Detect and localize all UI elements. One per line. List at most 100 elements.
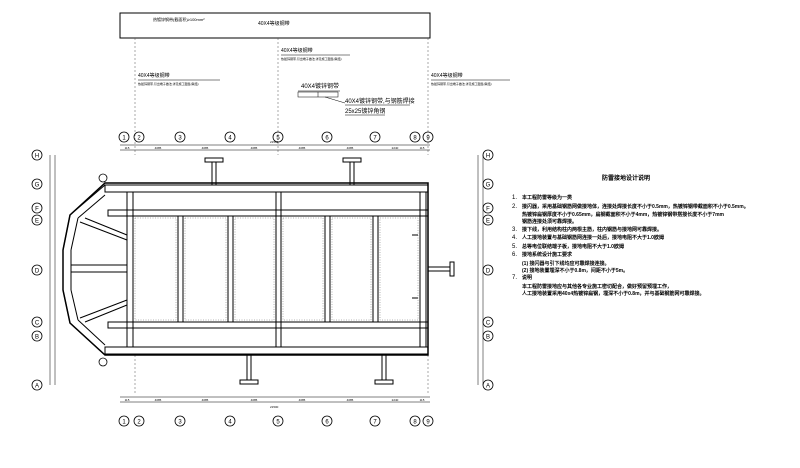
axis-right-E-label: E (486, 218, 490, 224)
top-box (119, 12, 431, 39)
note-number (512, 291, 522, 297)
detail-label-3: 25x25镀锌角钢 (345, 107, 385, 115)
note-item: 热镀锌扁钢厚度不小于0.65mm，扁钢截面积不小于4mm，热镀锌钢带搭接长度不小… (512, 212, 792, 218)
note-text: 本工程防雷接地应与其他各专业施工密切配合，做好预留预埋工作， (522, 283, 673, 290)
axis-right-A: A (482, 379, 494, 391)
axis-bottom-9-label: 9 (426, 419, 430, 425)
axis-right-B: B (482, 330, 494, 342)
note-item: 1.本工程防雷等级为一类 (512, 195, 792, 203)
callout-center-title: 40X4等级钢带 (281, 47, 313, 54)
axis-bottom-1: 1 (118, 415, 130, 427)
dim-bottom-3: 4085 (251, 398, 258, 402)
axis-top-5: 5 (272, 131, 284, 143)
axis-bottom-7-label: 7 (373, 419, 377, 425)
axis-right-D-label: D (486, 268, 491, 274)
axis-right-C: C (482, 316, 494, 328)
axis-bubbles-right: H G FE D CB A (482, 149, 494, 391)
axis-top-3-label: 3 (178, 135, 182, 141)
axis-left-G: G (31, 178, 43, 190)
axis-right-G-label: G (486, 182, 491, 188)
axis-bottom-5-label: 5 (276, 419, 280, 425)
note-text: 本工程防雷等级为一类 (522, 195, 573, 201)
callout-right-title: 40X4等级钢带 (431, 72, 463, 79)
axis-top-9: 9 (422, 131, 434, 143)
axis-bottom-6: 6 (321, 415, 333, 427)
axis-top-6-label: 6 (325, 135, 329, 141)
dims-total-top: 21500 (270, 140, 279, 144)
beam-top (104, 184, 429, 193)
dim-top-2: 4085 (202, 146, 209, 150)
axis-top-5-label: 5 (276, 135, 280, 141)
left-truss (62, 184, 128, 356)
note-number (512, 261, 522, 267)
callout-right: 40X4等级钢带 热镀锌钢带,引出端子做法,详见施工图集(联结) (431, 72, 510, 86)
axis-left-C: C (31, 316, 43, 328)
note-number: 4. (512, 235, 518, 241)
note-item: 2.接闪器，采用基础钢筋网做接地体，连接处焊接长度不小于0.5mm，热镀锌钢带截… (512, 204, 792, 212)
note-item: 5. 总等电位联结端子板，接地电阻不大于1.0欧姆 (512, 244, 792, 252)
axis-top-8-label: 8 (413, 135, 417, 141)
axis-bottom-4-label: 4 (228, 419, 232, 425)
note-text: 说明 (522, 275, 533, 281)
axis-top-4: 4 (224, 131, 236, 143)
axis-left-D-label: D (35, 268, 40, 274)
axis-left-A-label: A (35, 383, 39, 389)
axis-left-H-label: H (35, 153, 39, 159)
stubs (204, 157, 455, 385)
dim-top-5: 4085 (347, 146, 354, 150)
axis-bottom-1-label: 1 (122, 419, 126, 425)
callout-center: 40X4等级钢带 热镀锌钢带,引出端子做法,详见施工图集(联结) (281, 47, 350, 61)
axis-left-D: D (31, 264, 43, 276)
callout-left-note: 热镀锌钢带,引出端子做法,详见施工图集(联结) (138, 81, 199, 86)
dim-bottom-1: 4085 (155, 398, 162, 402)
note-text: 总等电位联结端子板，接地电阻不大于1.0欧姆 (522, 243, 624, 250)
note-item: 人工接地装置采用40x4热镀锌扁钢，埋深不小于0.8m，并与基础钢筋网可靠焊接。 (512, 291, 792, 297)
axis-bottom-6-label: 6 (325, 419, 329, 425)
axis-bottom-4: 4 (224, 415, 236, 427)
note-number: 6. (512, 252, 518, 258)
axis-left-B: B (31, 330, 43, 342)
dims-total-bottom: 21500 (270, 405, 279, 409)
dim-top-7: 115 (420, 146, 425, 150)
note-number: 3. (512, 226, 518, 233)
note-item: 钢筋连接处须可靠焊接。 (512, 219, 792, 225)
axis-top-3: 3 (174, 131, 186, 143)
axis-left-G-label: G (35, 182, 40, 188)
dim-bottom-4: 4085 (299, 398, 306, 402)
beam-lower (107, 321, 429, 329)
axis-top-1: 1 (118, 131, 130, 143)
dim-bottom-2: 4085 (202, 398, 209, 402)
axis-bottom-3-label: 3 (178, 419, 182, 425)
dim-bottom-6: 2240 (392, 398, 399, 402)
callout-left: 40X4等级钢带 热镀锌钢带,引出端子做法,详见施工图集(联结) (138, 72, 220, 86)
axis-bottom-7: 7 (369, 415, 381, 427)
dim-top-4: 4085 (299, 146, 306, 150)
callout-left-title: 40X4等级钢带 (138, 72, 170, 79)
beam-upper (107, 209, 429, 217)
note-number: 5. (512, 243, 518, 250)
note-item: (1) 接闪器与引下线均应可靠焊接连接。 (512, 261, 792, 267)
dim-bottom-0: 115 (125, 398, 130, 402)
axis-bottom-8: 8 (409, 415, 421, 427)
guide-lines (134, 38, 429, 395)
dim-bottom-7: 115 (420, 398, 425, 402)
axis-right-F-label: F (486, 206, 490, 212)
axis-bottom-9: 9 (422, 415, 434, 427)
note-text: 人工接地装置采用40x4热镀锌扁钢，埋深不小于0.8m，并与基础钢筋网可靠焊接。 (522, 290, 705, 297)
axis-right-A-label: A (486, 383, 490, 389)
dim-top-6: 2240 (392, 146, 399, 150)
axis-right-H-label: H (486, 153, 490, 159)
note-number (512, 268, 522, 274)
axis-top-8: 8 (409, 131, 421, 143)
note-item: 本工程防雷接地应与其他各专业施工密切配合，做好预留预埋工作， (512, 284, 792, 290)
note-text: 接地系统设计施工要求 (522, 252, 573, 258)
beam-bottom (104, 346, 429, 355)
dim-top-0: 115 (125, 146, 130, 150)
